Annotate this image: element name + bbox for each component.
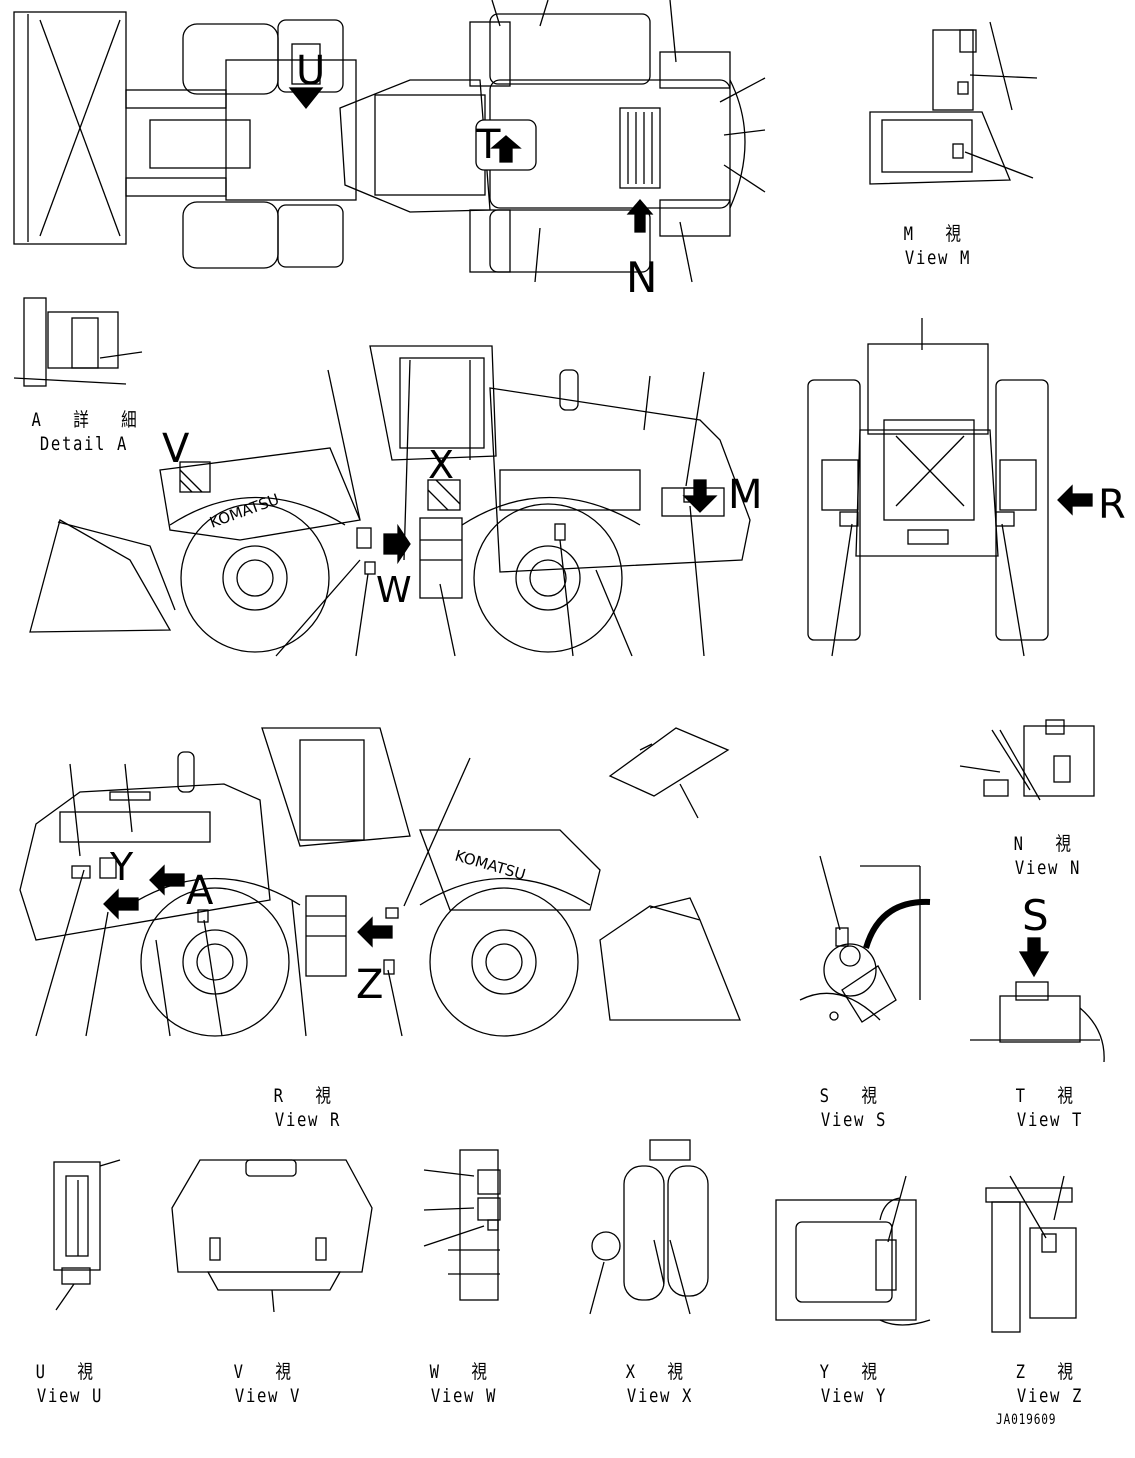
view-letter-t-marker: T <box>475 122 501 168</box>
view-label-z-jp: Z 視 <box>1015 1361 1085 1383</box>
view-label-x: X 視 View X <box>611 1360 709 1408</box>
view-label-m-jp: M 視 <box>903 223 973 245</box>
view-letter-w-marker: W <box>376 570 412 611</box>
view-label-z-en: View Z <box>1016 1385 1084 1407</box>
view-letter-x-marker: X <box>428 443 454 487</box>
view-label-t: T 視 View T <box>1001 1084 1099 1132</box>
view-label-s-en: View S <box>820 1109 888 1131</box>
detail-label-a: A 詳 細 Detail A <box>32 408 137 456</box>
manual-sheet-sketch <box>608 727 730 819</box>
detail-label-a-jp: A 詳 細 <box>31 409 149 431</box>
view-label-x-en: View X <box>626 1385 694 1407</box>
view-z-sketch <box>985 1175 1077 1333</box>
view-x-sketch <box>589 1139 709 1315</box>
detail-letter-a-marker: A <box>186 868 214 914</box>
view-label-r-jp: R 視 <box>273 1085 343 1107</box>
view-label-w-jp: W 視 <box>429 1361 499 1383</box>
drawing-code: JA019609 <box>996 1412 1057 1428</box>
view-label-y: Y 視 View Y <box>805 1360 903 1408</box>
view-label-n: N 視 View N <box>999 832 1097 880</box>
view-label-r-en: View R <box>274 1109 342 1131</box>
view-label-w: W 視 View W <box>415 1360 513 1408</box>
view-label-n-jp: N 視 <box>1013 833 1083 855</box>
view-label-v-jp: V 視 <box>233 1361 303 1383</box>
view-label-t-en: View T <box>1016 1109 1084 1131</box>
rear-view-sketch <box>807 318 1093 657</box>
side-view-left <box>29 345 751 657</box>
view-n-sketch <box>959 719 1095 801</box>
view-letter-s-marker: S <box>1022 891 1049 940</box>
view-label-r: R 視 View R <box>259 1084 357 1132</box>
view-letter-u-marker: U <box>296 48 325 94</box>
view-label-w-en: View W <box>430 1385 498 1407</box>
view-label-u-jp: U 視 <box>35 1361 105 1383</box>
view-label-v: V 視 View V <box>219 1360 317 1408</box>
view-letter-v-marker: V <box>162 426 190 472</box>
view-label-s: S 視 View S <box>805 1084 903 1132</box>
view-letter-z-marker: Z <box>356 962 383 1008</box>
view-label-s-jp: S 視 <box>819 1085 889 1107</box>
top-plan-view <box>13 0 766 283</box>
detail-a-sketch <box>13 297 143 387</box>
detail-label-a-en: Detail A <box>39 433 129 455</box>
view-t-sketch <box>970 937 1105 1063</box>
view-letter-m-marker: M <box>728 472 763 518</box>
view-label-y-en: View Y <box>820 1385 888 1407</box>
view-label-y-jp: Y 視 <box>819 1361 889 1383</box>
view-label-m-en: View M <box>904 247 972 269</box>
view-label-z: Z 視 View Z <box>1001 1360 1099 1408</box>
view-label-m: M 視 View M <box>889 222 987 270</box>
view-w-sketch <box>423 1149 501 1301</box>
view-label-v-en: View V <box>234 1385 302 1407</box>
view-label-n-en: View N <box>1014 857 1082 879</box>
view-label-u-en: View U <box>36 1385 104 1407</box>
view-u-sketch <box>53 1159 121 1311</box>
view-v-sketch <box>171 1159 373 1313</box>
view-y-sketch <box>775 1175 931 1326</box>
view-s-sketch <box>799 855 931 1023</box>
view-letter-r-marker: R <box>1098 482 1126 528</box>
view-letter-y-marker: Y <box>109 845 134 889</box>
brand-logo-side-left: KOMATSU <box>207 490 281 532</box>
view-m-sketch <box>869 21 1038 185</box>
brand-logo-side-right: KOMATSU <box>453 847 528 884</box>
view-label-t-jp: T 視 <box>1015 1085 1085 1107</box>
side-view-right <box>19 727 741 1037</box>
view-label-x-jp: X 視 <box>625 1361 695 1383</box>
view-letter-n-marker: N <box>626 253 657 302</box>
view-label-u: U 視 View U <box>21 1360 119 1408</box>
